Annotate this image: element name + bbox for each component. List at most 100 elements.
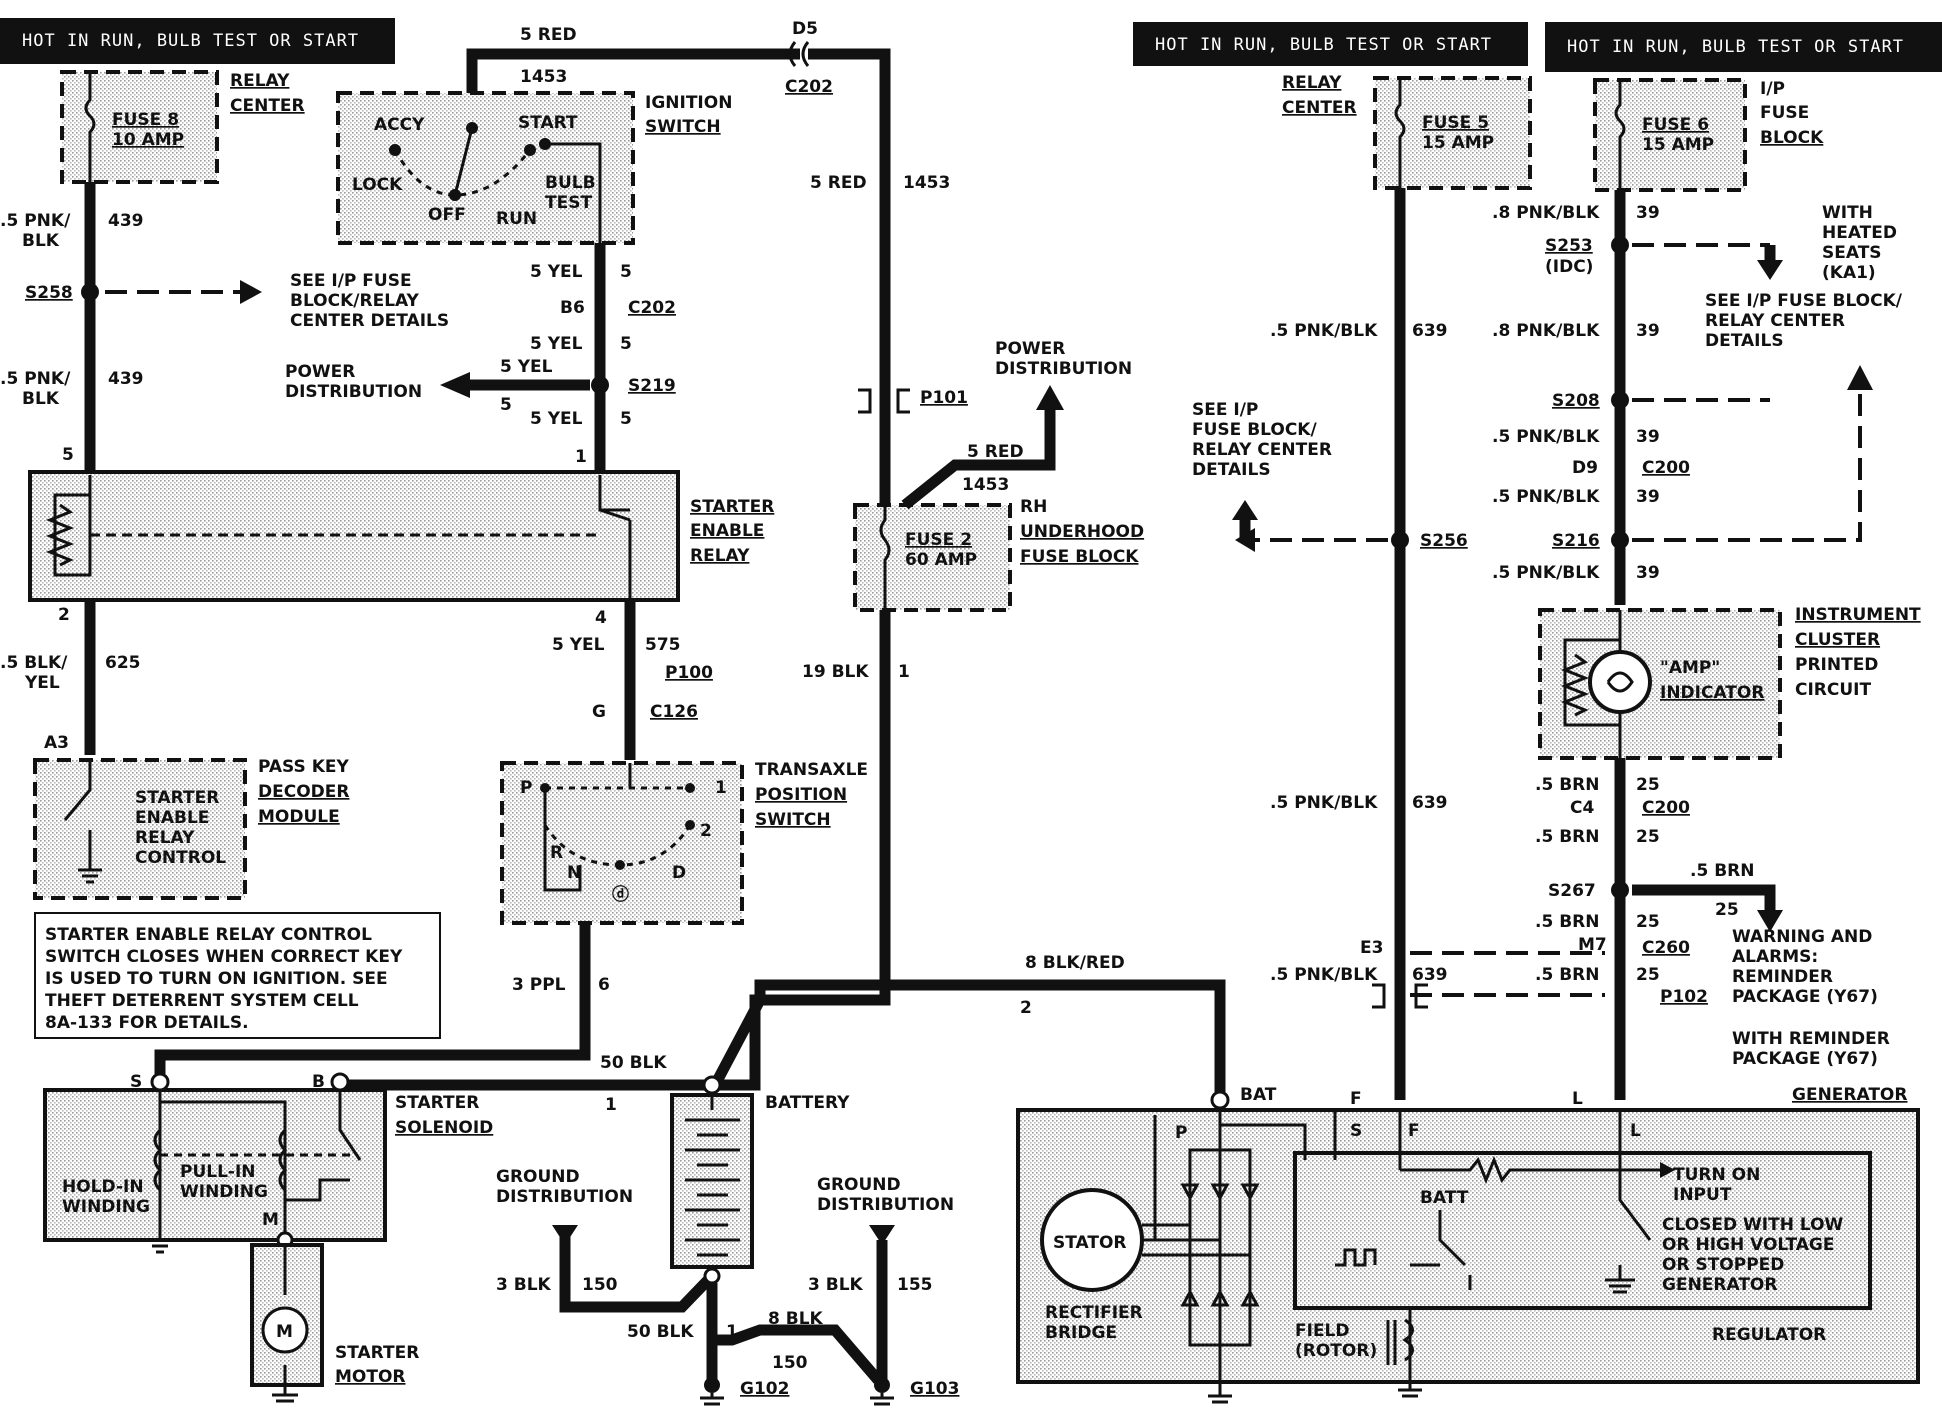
svg-text:639: 639 (1412, 965, 1448, 985)
svg-text:39: 39 (1636, 427, 1660, 447)
svg-text:BATTERY: BATTERY (765, 1093, 850, 1113)
svg-text:STATOR: STATOR (1053, 1233, 1127, 1253)
svg-text:S216: S216 (1552, 531, 1600, 551)
svg-text:DISTRIBUTION: DISTRIBUTION (995, 359, 1132, 379)
svg-text:REMINDER: REMINDER (1732, 967, 1833, 987)
svg-text:RECTIFIER: RECTIFIER (1045, 1303, 1143, 1323)
svg-text:PASS KEY: PASS KEY (258, 757, 349, 777)
svg-text:39: 39 (1636, 321, 1660, 341)
svg-text:5 YEL: 5 YEL (552, 635, 605, 655)
svg-text:WARNING AND: WARNING AND (1732, 927, 1872, 947)
svg-text:39: 39 (1636, 563, 1660, 583)
svg-text:E3: E3 (1360, 938, 1383, 958)
svg-text:(ROTOR): (ROTOR) (1295, 1341, 1377, 1361)
svg-text:639: 639 (1412, 793, 1448, 813)
svg-text:19 BLK: 19 BLK (802, 662, 869, 682)
splice-s216 (1611, 531, 1629, 549)
svg-text:L: L (1572, 1089, 1583, 1109)
svg-text:BAT: BAT (1240, 1085, 1277, 1105)
svg-text:G103: G103 (910, 1379, 959, 1399)
svg-text:.5 PNK/BLK: .5 PNK/BLK (1270, 965, 1378, 985)
svg-text:L: L (1630, 1121, 1641, 1141)
svg-text:.5 BRN: .5 BRN (1535, 965, 1599, 985)
svg-text:GROUND: GROUND (817, 1175, 901, 1195)
svg-text:PRINTED: PRINTED (1795, 655, 1878, 675)
svg-text:G: G (592, 702, 606, 722)
svg-text:IS USED TO TURN ON IGNITION.: IS USED TO TURN ON IGNITION. SEE (45, 969, 388, 989)
svg-text:5: 5 (620, 262, 632, 282)
svg-text:DETAILS: DETAILS (1192, 460, 1271, 480)
svg-text:RELAY CENTER: RELAY CENTER (1192, 440, 1332, 460)
svg-text:S219: S219 (628, 376, 676, 396)
header-left: HOT IN RUN, BULB TEST OR START (0, 18, 395, 64)
svg-text:5: 5 (620, 334, 632, 354)
svg-text:(KA1): (KA1) (1822, 263, 1876, 283)
svg-text:STARTER: STARTER (135, 788, 219, 808)
svg-text:OR HIGH VOLTAGE: OR HIGH VOLTAGE (1662, 1235, 1834, 1255)
svg-text:S: S (130, 1072, 142, 1092)
svg-text:C126: C126 (650, 702, 698, 722)
svg-text:M: M (262, 1210, 279, 1230)
svg-text:5 YEL: 5 YEL (530, 409, 583, 429)
wire-5red-power (901, 410, 1056, 510)
svg-text:POWER: POWER (285, 362, 355, 382)
svg-text:3 PPL: 3 PPL (512, 975, 566, 995)
svg-text:RELAY CENTER: RELAY CENTER (1705, 311, 1845, 331)
fuse-6: FUSE 6 15 AMP I/P FUSE BLOCK (1593, 78, 1824, 192)
svg-text:F: F (1350, 1089, 1362, 1109)
svg-text:PACKAGE (Y67): PACKAGE (Y67) (1732, 987, 1878, 1007)
svg-text:8 BLK: 8 BLK (768, 1309, 824, 1329)
svg-text:5 RED: 5 RED (810, 173, 867, 193)
svg-text:1: 1 (726, 1322, 738, 1342)
svg-text:STARTER: STARTER (690, 497, 774, 517)
svg-text:439: 439 (108, 369, 144, 389)
svg-text:STARTER: STARTER (335, 1343, 419, 1363)
svg-text:.5 PNK/BLK: .5 PNK/BLK (1492, 487, 1600, 507)
svg-text:5: 5 (620, 409, 632, 429)
svg-text:D9: D9 (1572, 458, 1598, 478)
svg-text:HOT IN RUN, BULB TEST OR START: HOT IN RUN, BULB TEST OR START (1567, 37, 1904, 57)
svg-text:SEATS: SEATS (1822, 243, 1882, 263)
transaxle-position-switch: P 1 2 R N D ⓓ TRANSAXLE POSITION SWITCH (500, 760, 868, 925)
svg-text:INPUT: INPUT (1673, 1185, 1732, 1205)
svg-text:POWER: POWER (995, 339, 1065, 359)
svg-text:25: 25 (1636, 965, 1660, 985)
svg-text:S253: S253 (1545, 236, 1593, 256)
svg-text:6: 6 (598, 975, 610, 995)
svg-text:25: 25 (1636, 912, 1660, 932)
svg-text:.5 PNK/: .5 PNK/ (0, 369, 71, 389)
svg-text:C202: C202 (628, 298, 676, 318)
svg-text:STARTER: STARTER (395, 1093, 479, 1113)
battery: BATTERY (670, 1075, 850, 1285)
svg-text:.5 PNK/BLK: .5 PNK/BLK (1270, 321, 1378, 341)
svg-text:WITH REMINDER: WITH REMINDER (1732, 1029, 1890, 1049)
svg-text:3 BLK: 3 BLK (496, 1275, 552, 1295)
svg-text:3 BLK: 3 BLK (808, 1275, 864, 1295)
svg-text:ALARMS:: ALARMS: (1732, 947, 1818, 967)
svg-text:POSITION: POSITION (755, 785, 847, 805)
fuse-5: FUSE 5 15 AMP RELAY CENTER (1282, 73, 1532, 190)
svg-text:SEE I/P FUSE: SEE I/P FUSE (290, 271, 412, 291)
svg-text:5 YEL: 5 YEL (530, 262, 583, 282)
svg-text:1453: 1453 (520, 67, 567, 87)
svg-text:MODULE: MODULE (258, 807, 340, 827)
svg-text:FUSE 6: FUSE 6 (1642, 115, 1709, 135)
svg-text:RELAY: RELAY (230, 71, 290, 91)
svg-text:CLOSED WITH LOW: CLOSED WITH LOW (1662, 1215, 1844, 1235)
svg-text:5 YEL: 5 YEL (500, 357, 553, 377)
svg-text:INDICATOR: INDICATOR (1660, 683, 1764, 703)
svg-text:IGNITION: IGNITION (645, 93, 732, 113)
svg-text:BLK: BLK (22, 231, 60, 251)
svg-text:FUSE BLOCK/: FUSE BLOCK/ (1192, 420, 1317, 440)
svg-text:.5 BRN: .5 BRN (1535, 912, 1599, 932)
svg-text:BULB: BULB (545, 173, 596, 193)
svg-text:BLOCK: BLOCK (1760, 128, 1824, 148)
svg-text:S: S (1350, 1121, 1362, 1141)
svg-text:G102: G102 (740, 1379, 789, 1399)
svg-text:.5 BRN: .5 BRN (1690, 861, 1754, 881)
wire-3blk-150 (559, 1230, 712, 1313)
svg-text:575: 575 (645, 635, 681, 655)
starter-solenoid: S B M HOLD-IN WINDING PULL-IN WINDING ST… (43, 1072, 493, 1254)
svg-text:CENTER: CENTER (230, 96, 305, 116)
